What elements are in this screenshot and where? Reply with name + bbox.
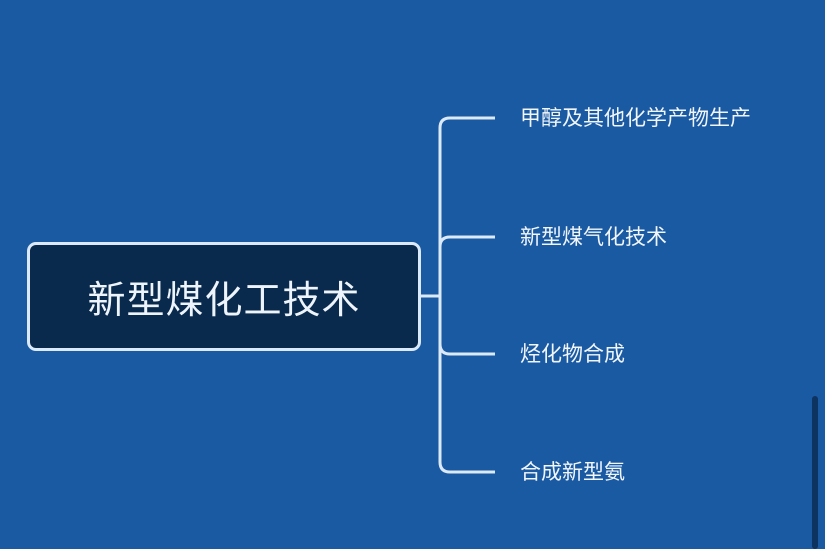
child-node[interactable]: 甲醇及其他化学产物生产 bbox=[520, 106, 751, 130]
connector-trunk bbox=[438, 116, 495, 474]
connector-branch-3 bbox=[438, 343, 495, 356]
root-node-label: 新型煤化工技术 bbox=[87, 278, 361, 322]
connector-branch-2 bbox=[438, 235, 495, 248]
child-node[interactable]: 新型煤气化技术 bbox=[520, 225, 667, 249]
root-node[interactable]: 新型煤化工技术 bbox=[27, 242, 421, 351]
child-node[interactable]: 烃化物合成 bbox=[520, 342, 625, 366]
child-node[interactable]: 合成新型氨 bbox=[520, 460, 625, 484]
vertical-scrollbar[interactable] bbox=[812, 396, 818, 549]
